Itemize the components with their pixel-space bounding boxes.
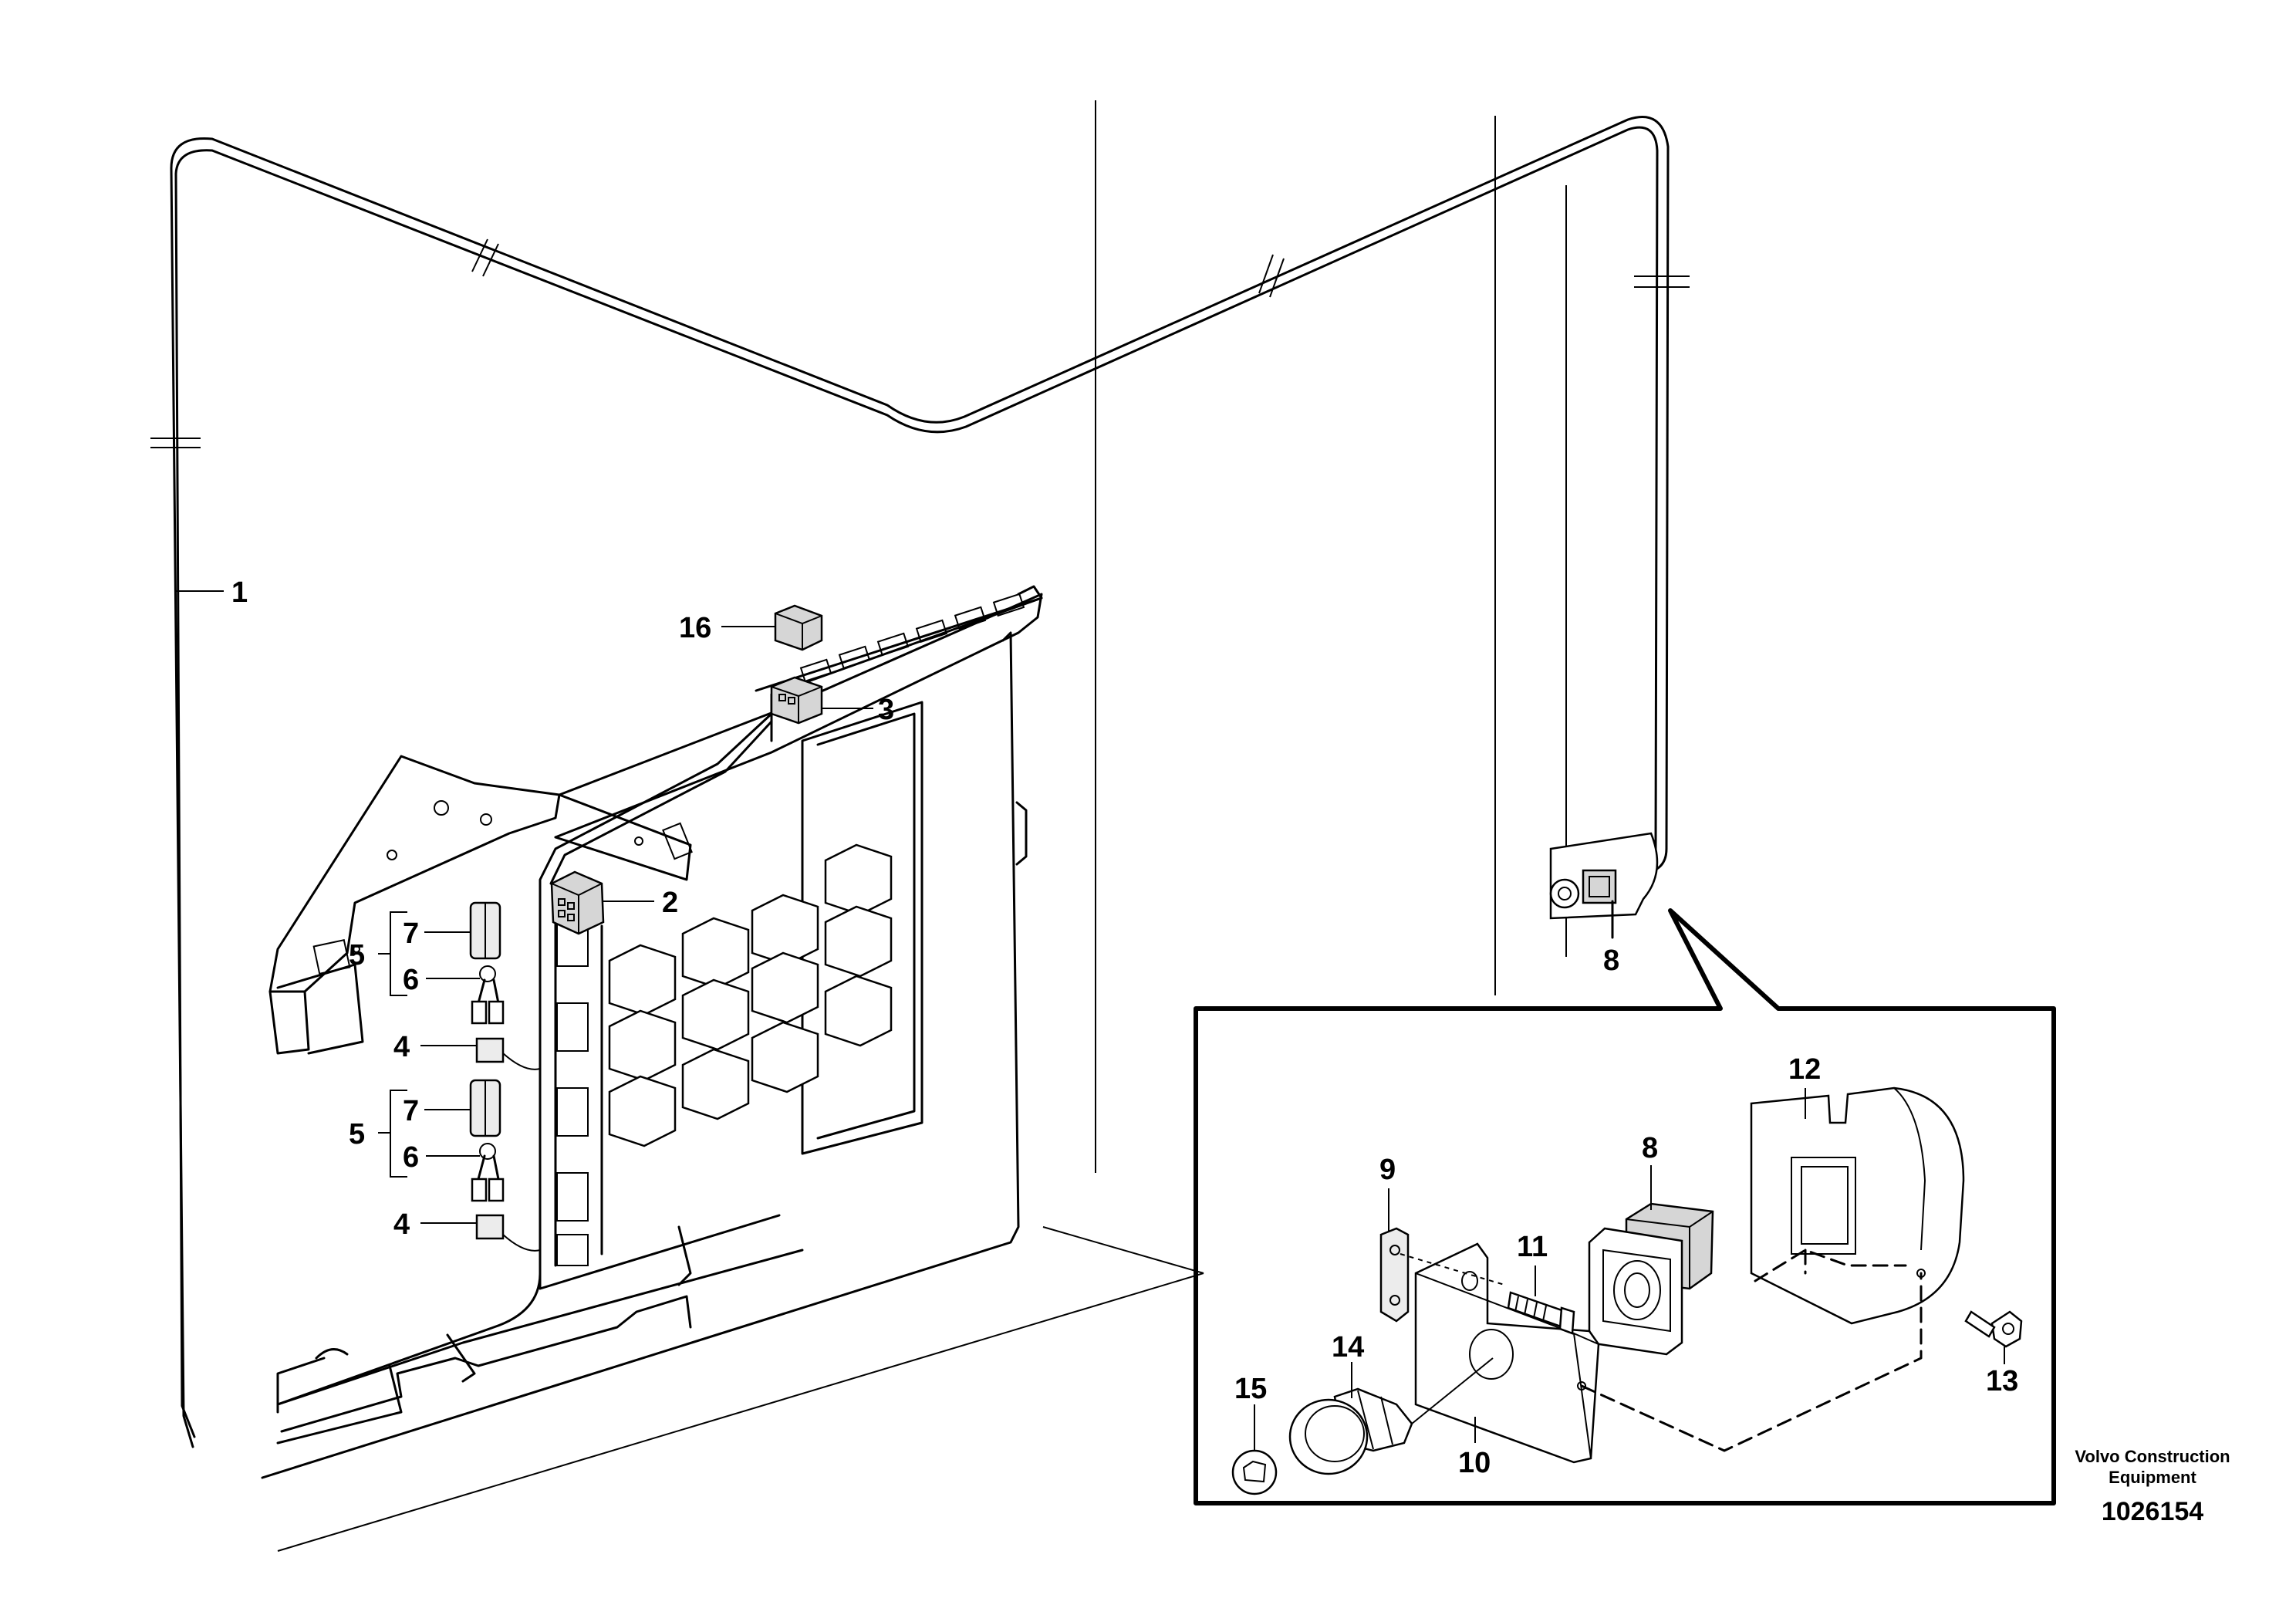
callout-2: 2 bbox=[662, 887, 678, 919]
knob-14 bbox=[1288, 1357, 1494, 1475]
screw-13 bbox=[1964, 1310, 2023, 1348]
callout-3: 3 bbox=[878, 694, 894, 726]
switch-8 bbox=[1588, 1202, 1714, 1356]
cab-structure bbox=[277, 100, 1567, 1552]
fuse-holder-group-upper bbox=[469, 901, 541, 1070]
callout-4-upper: 4 bbox=[393, 1031, 410, 1063]
wire-harness bbox=[150, 116, 1690, 1448]
drawing-number: 1026154 bbox=[2102, 1497, 2203, 1526]
callout-1: 1 bbox=[231, 576, 248, 609]
callout-16: 16 bbox=[679, 612, 711, 644]
callout-4-lower: 4 bbox=[393, 1208, 410, 1241]
leader-lines bbox=[174, 590, 2005, 1451]
callout-5-upper: 5 bbox=[349, 939, 365, 972]
callout-5-lower: 5 bbox=[349, 1118, 365, 1151]
callout-14: 14 bbox=[1332, 1331, 1364, 1363]
callout-11: 11 bbox=[1517, 1231, 1548, 1263]
callout-7-lower: 7 bbox=[403, 1095, 419, 1127]
fuse-holder-group-lower bbox=[469, 1079, 541, 1252]
callout-labels: 1 2 3 16 7 5 6 4 7 5 6 4 8 12 9 8 11 14 … bbox=[231, 576, 2018, 1479]
callout-7-upper: 7 bbox=[403, 917, 419, 950]
panel-slots bbox=[556, 917, 589, 1266]
footer: Volvo Construction Equipment 1026154 bbox=[2075, 1447, 2230, 1526]
callout-15: 15 bbox=[1234, 1373, 1267, 1405]
company-line-2: Equipment bbox=[2109, 1468, 2196, 1487]
screw-11 bbox=[1507, 1291, 1575, 1335]
callout-8-detail: 8 bbox=[1642, 1132, 1658, 1164]
mounting-bracket bbox=[268, 755, 561, 1055]
callout-6-upper: 6 bbox=[403, 964, 419, 996]
callout-10: 10 bbox=[1458, 1447, 1491, 1479]
callout-8-installed: 8 bbox=[1603, 944, 1619, 977]
callout-9: 9 bbox=[1379, 1154, 1396, 1186]
cover-12 bbox=[1750, 1086, 1965, 1325]
relay-16 bbox=[774, 604, 823, 651]
callout-12: 12 bbox=[1788, 1053, 1821, 1086]
company-line-1: Volvo Construction bbox=[2075, 1447, 2230, 1466]
switch-housing-installed bbox=[1549, 832, 1659, 939]
callout-13: 13 bbox=[1986, 1365, 2018, 1397]
strip-9 bbox=[1379, 1227, 1505, 1323]
callout-6-lower: 6 bbox=[403, 1141, 419, 1174]
plate-10 bbox=[1414, 1242, 1923, 1464]
fuse-strip bbox=[755, 585, 1043, 692]
detail-box bbox=[1194, 908, 2056, 1505]
connector-2 bbox=[276, 712, 773, 1406]
connector-3 bbox=[770, 676, 823, 725]
relay-blocks bbox=[608, 843, 893, 1147]
label-15 bbox=[1231, 1449, 1278, 1495]
